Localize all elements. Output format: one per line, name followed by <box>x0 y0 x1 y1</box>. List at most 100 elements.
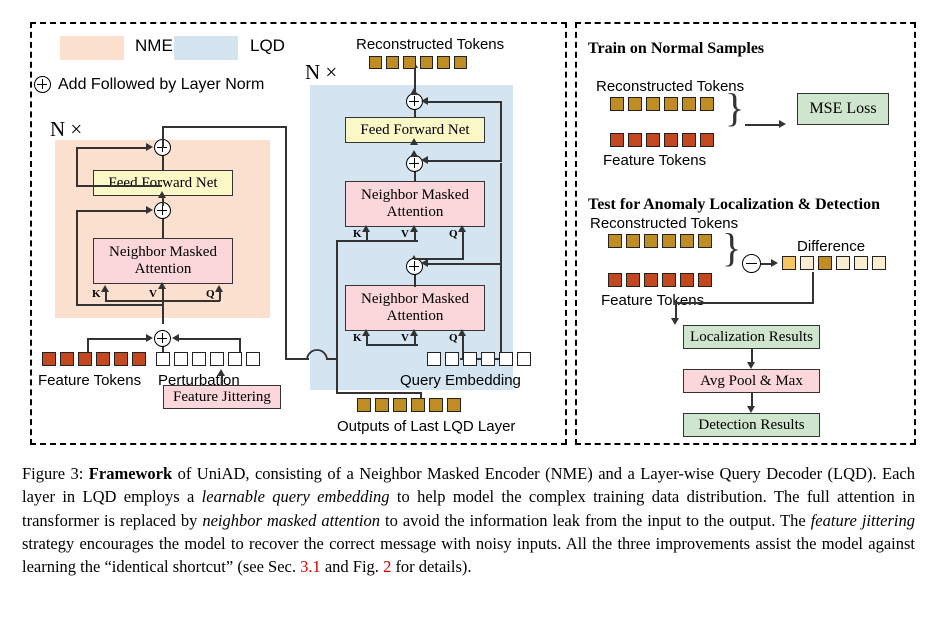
nme-input-add-node <box>154 330 171 347</box>
lqd-bot-k-label: K <box>353 332 362 344</box>
lqd-neighbor-masked-attention-bottom-box: Neighbor Masked Attention <box>345 285 485 331</box>
lqd-ffn-input-arrow <box>410 138 418 145</box>
token <box>403 56 416 69</box>
nme-residual2-top <box>76 147 148 149</box>
lqd-bot-q-stem <box>462 334 464 358</box>
token <box>662 273 676 287</box>
token <box>429 398 443 412</box>
token <box>517 352 531 366</box>
train-brace-to-mse-wire <box>745 124 781 126</box>
token <box>646 133 660 147</box>
add-layernorm-icon <box>34 76 51 93</box>
train-heading: Train on Normal Samples <box>588 40 765 57</box>
token <box>246 352 260 366</box>
localization-arrow <box>671 318 679 325</box>
nme-v-label: V <box>149 288 157 300</box>
token <box>463 352 477 366</box>
token <box>114 352 128 366</box>
avg-pool-max-box: Avg Pool & Max <box>683 369 820 393</box>
token <box>156 352 170 366</box>
reconstructed-tokens-top-label: Reconstructed Tokens <box>356 36 505 53</box>
nme-q-stem <box>219 290 221 301</box>
lqd-bot-v-stem <box>414 334 416 345</box>
lqd-outputs-trunk-vertical <box>336 358 338 394</box>
subtract-icon <box>742 254 761 273</box>
subtract-to-diff-wire <box>761 263 773 265</box>
train-mse-arrow <box>779 120 786 128</box>
difference-token <box>782 256 796 270</box>
token <box>626 273 640 287</box>
detection-arrow <box>747 406 755 413</box>
feature-jittering-box: Feature Jittering <box>163 385 281 409</box>
pool-to-det-wire <box>751 393 753 406</box>
nme-neighbor-masked-attention-box: Neighbor Masked Attention <box>93 238 233 284</box>
token <box>610 97 624 111</box>
token <box>626 234 640 248</box>
token <box>369 56 382 69</box>
token <box>42 352 56 366</box>
token <box>698 273 712 287</box>
token <box>420 56 433 69</box>
token <box>78 352 92 366</box>
lqd-top-q-label: Q <box>449 228 458 240</box>
token <box>644 273 658 287</box>
lqd-top-k-label: K <box>353 228 362 240</box>
outputs-last-lqd-label: Outputs of Last LQD Layer <box>337 418 516 435</box>
token <box>481 352 495 366</box>
token <box>680 273 694 287</box>
token <box>210 352 224 366</box>
nme-k-label: K <box>92 288 101 300</box>
difference-token <box>854 256 868 270</box>
feature-add-arrow <box>146 334 153 342</box>
reconstructed-tokens-top-row <box>369 56 467 69</box>
nme-kvq-bus <box>105 300 220 302</box>
token <box>662 234 676 248</box>
test-reconstructed-tokens-row <box>608 234 712 248</box>
lqd-kv-feed-top <box>336 240 366 242</box>
lqd-residual-mid-vertical <box>500 163 502 263</box>
nme-residual1-vertical <box>76 210 78 306</box>
token <box>386 56 399 69</box>
nme-output-down <box>285 126 287 360</box>
lqd-addmid-arrow <box>410 150 418 157</box>
nme-ffn-output <box>162 152 164 171</box>
nme-q-arrow <box>215 285 223 292</box>
token <box>610 133 624 147</box>
token <box>96 352 110 366</box>
feature-tokens-to-add-v <box>87 338 89 352</box>
difference-arrow <box>771 259 778 267</box>
lqd-residual-bot-vertical <box>500 263 502 360</box>
token <box>700 97 714 111</box>
jittering-arrow <box>217 369 225 376</box>
lqd-bot-v-arrow <box>410 329 418 336</box>
token <box>454 56 467 69</box>
lqd-neighbor-masked-attention-top-box: Neighbor Masked Attention <box>345 181 485 227</box>
nme-attention-output <box>162 215 164 239</box>
perturbation-add-arrow <box>172 334 179 342</box>
lqd-top-v-label: V <box>401 228 409 240</box>
lqd-output-trunk <box>414 66 416 94</box>
diff-down-wire <box>812 272 814 304</box>
perturbation-tokens-row <box>156 352 260 366</box>
difference-token <box>872 256 886 270</box>
lqd-top-q-arrow <box>458 225 466 232</box>
perturbation-to-add-v <box>239 338 241 352</box>
diff-to-loc-horizontal <box>675 302 814 304</box>
token <box>174 352 188 366</box>
right-panel-trainingtest <box>575 22 916 445</box>
nme-residual1-arrow <box>146 206 153 214</box>
legend-swatch-nme <box>60 36 124 60</box>
nme-residual1-bottom <box>76 304 162 306</box>
train-feature-tokens-row <box>610 133 714 147</box>
legend-label-add-norm: Add Followed by Layer Norm <box>58 76 265 93</box>
lqd-addtop-arrow <box>410 88 418 95</box>
avgpool-arrow <box>747 362 755 369</box>
nme-k-arrow <box>101 285 109 292</box>
nme-attention-input-arrow <box>158 282 166 289</box>
difference-token <box>818 256 832 270</box>
nme-add1-to-ffn-wire <box>162 197 164 206</box>
token <box>60 352 74 366</box>
nme-repeat-label: N × <box>50 117 83 141</box>
lqd-top-v-stem <box>414 230 416 241</box>
